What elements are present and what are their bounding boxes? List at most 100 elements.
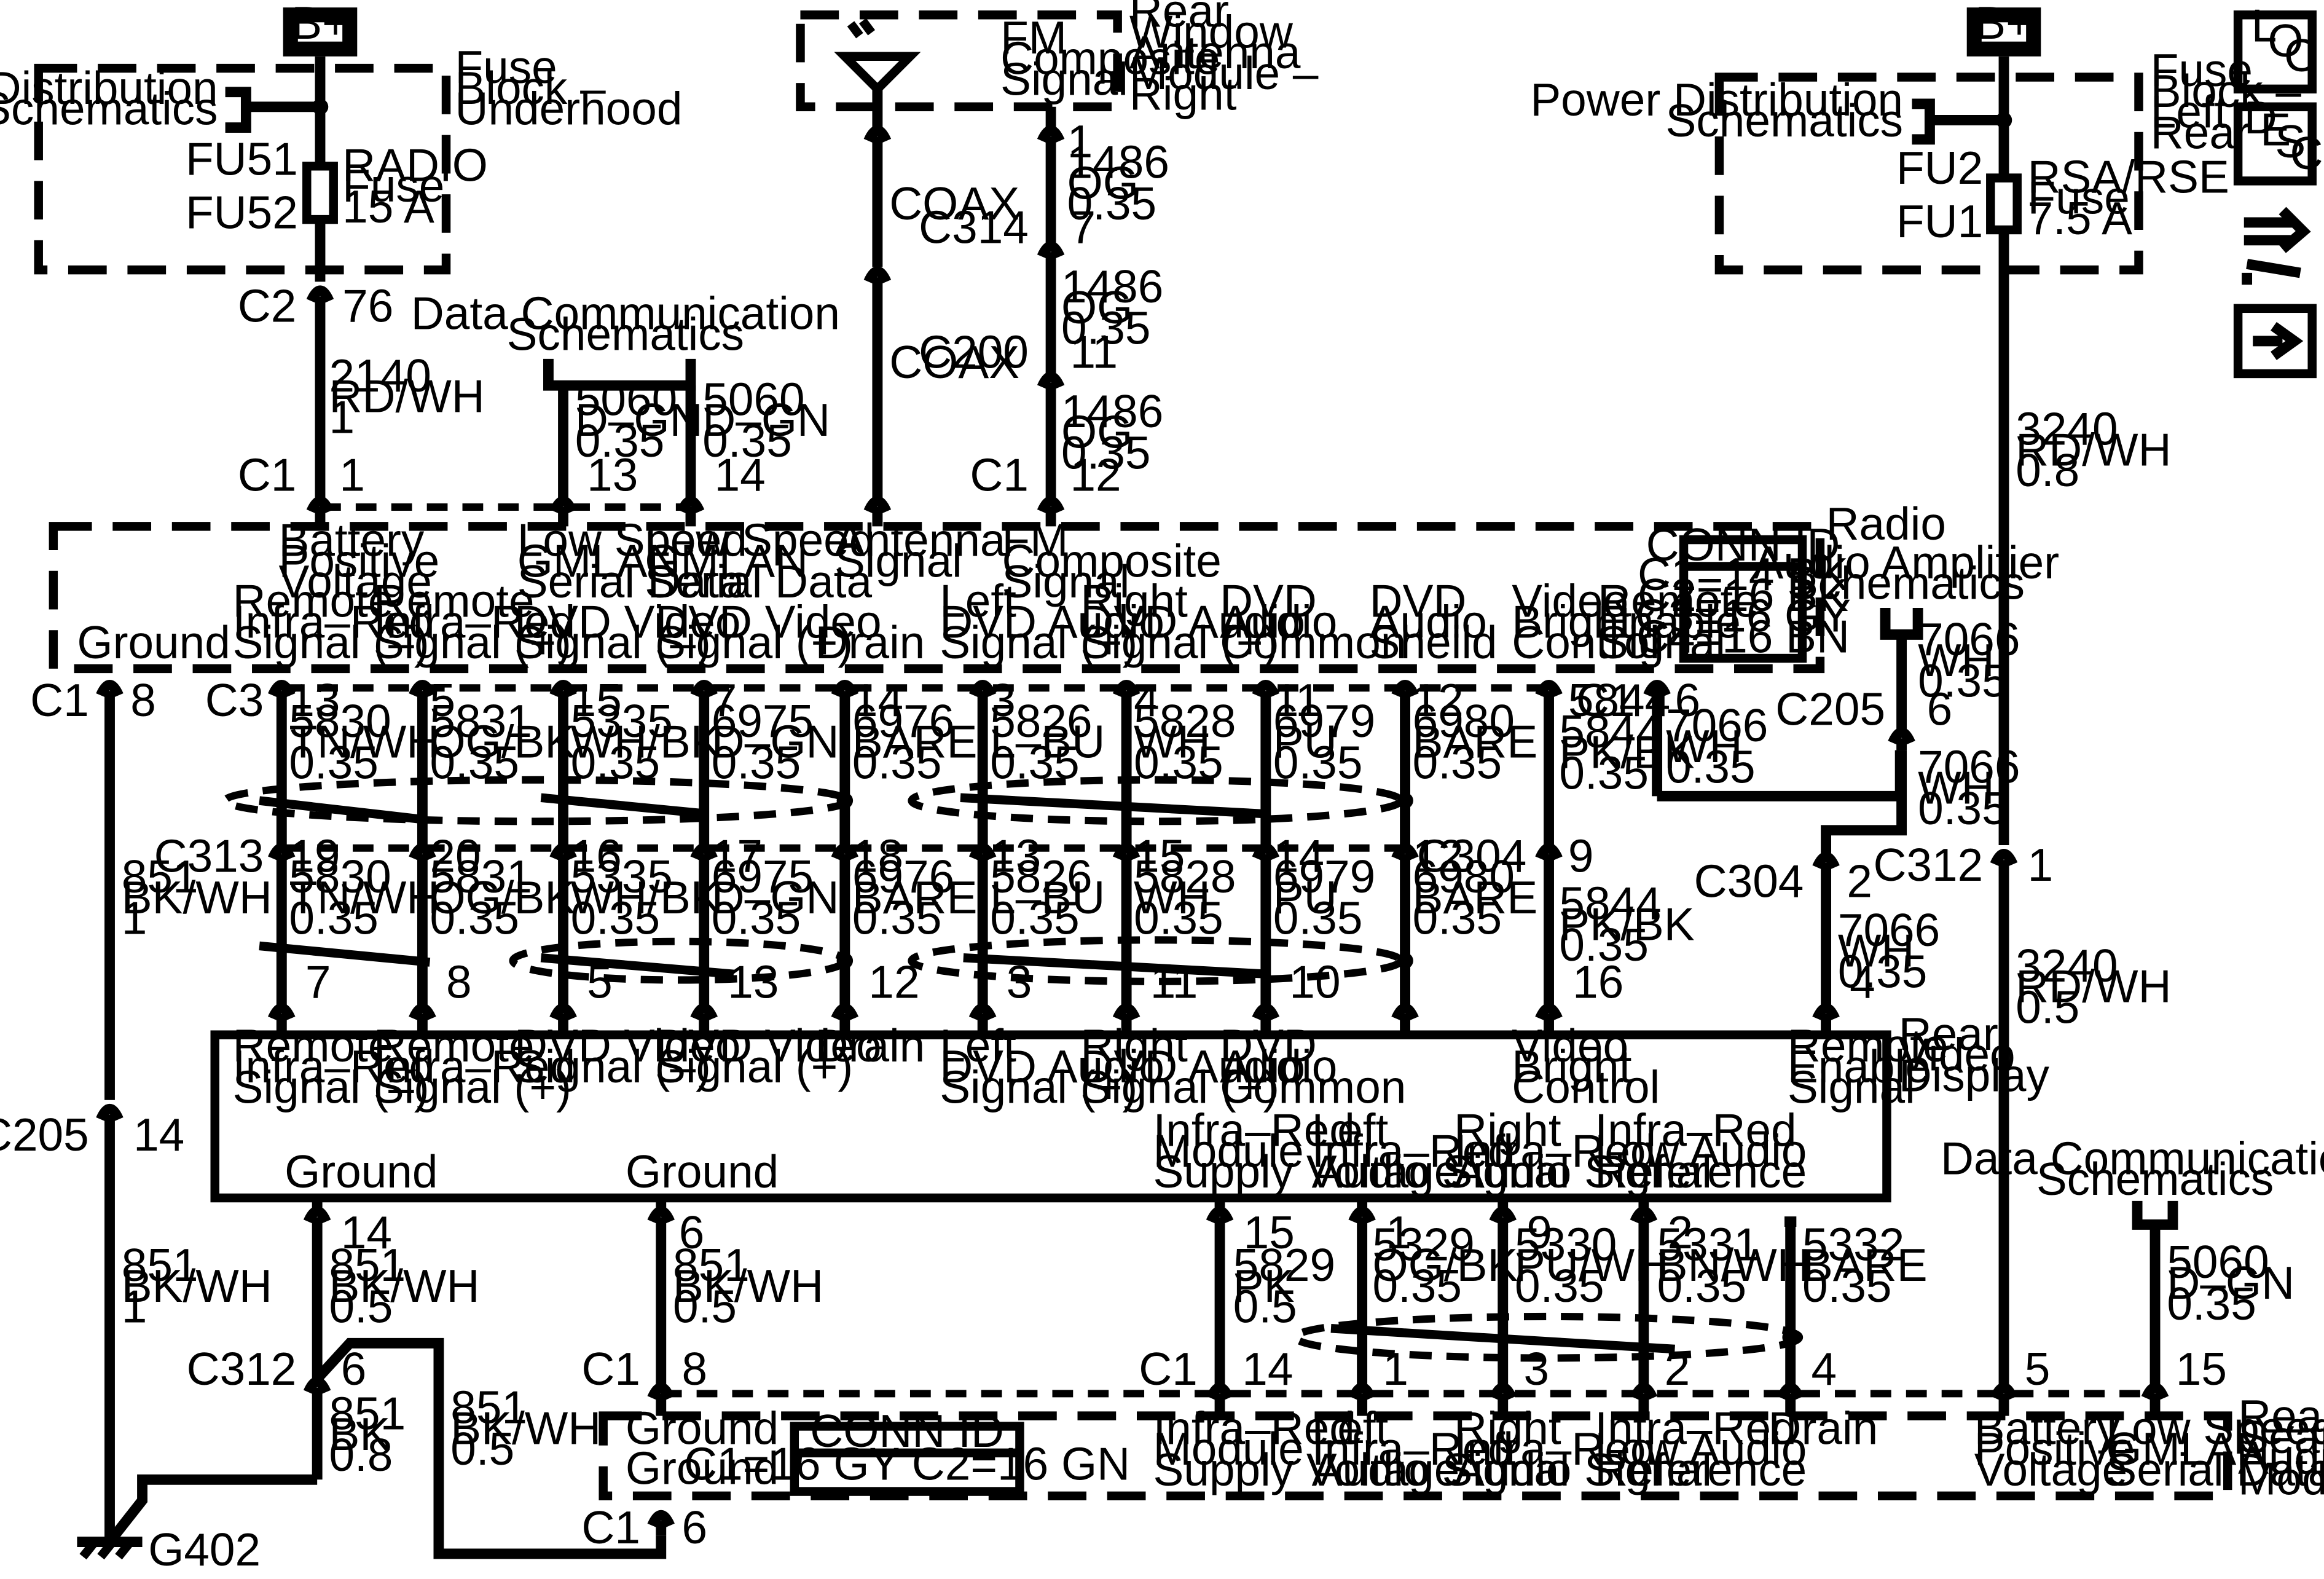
wire-label: 0.35 (1918, 782, 2008, 834)
pin-label: 1 (1386, 1207, 1411, 1258)
connector-terminal (831, 680, 859, 698)
wire-label: OG/BK (430, 716, 575, 768)
connector-terminal (1112, 843, 1140, 861)
connector-terminal (690, 1003, 718, 1021)
radio-bottom-pin-label: Infra–Red (374, 596, 575, 647)
wire-label: 5844 (1559, 878, 1661, 929)
twisted-pair-line (1330, 1324, 1675, 1354)
pin-label: 15 (1244, 1207, 1295, 1258)
wire-label: 0.8 (2016, 444, 2079, 496)
radio-bottom-pin-label: DVD (1370, 575, 1467, 627)
radio-bottom-pin-label: Remote (1598, 575, 1759, 627)
fuse-label: Fuse (342, 160, 444, 211)
connector-terminal (1812, 852, 1840, 870)
connector-terminal (96, 1104, 124, 1122)
wire-label: 0.5 (1233, 1281, 1297, 1333)
wire-label: BK/WH (673, 1260, 823, 1312)
power-distribution-label: Power Distribution (1530, 74, 1903, 125)
wire-label: 0.35 (712, 736, 801, 788)
wire-label: 6980 (1413, 695, 1515, 747)
ground-label: G402 (148, 1524, 261, 1575)
wire-label: PK/BK (1559, 726, 1694, 778)
fm-signal-label: FM (1000, 12, 1067, 63)
fuse-terminal-label: FU1 (1896, 195, 1983, 247)
radio-bottom-pin-label: Signal (–) (233, 616, 430, 668)
battery-plus-box (1966, 7, 2041, 57)
wire-label: 6976 (852, 851, 954, 902)
wire-label: 0.35 (430, 736, 519, 788)
battery-plus-label: B+ (291, 0, 349, 49)
wire-label: WH (1918, 762, 1995, 813)
connector-label: C304 (1417, 830, 1527, 881)
wire-label: 0.5 (450, 1423, 514, 1475)
power-distribution-label: Power Distribution (0, 62, 218, 114)
loc-icon-text: C (2284, 30, 2317, 81)
connector-terminal (863, 496, 892, 514)
wire (105, 1474, 318, 1545)
connector-terminal (968, 680, 997, 698)
wire-label: BK/WH (450, 1402, 601, 1454)
rvd-top-pin-label: Signal (–) (233, 1061, 430, 1113)
wire-label: 5828 (1134, 851, 1236, 902)
radio-bottom-pin-label: Ground (77, 616, 230, 668)
pin-label: 8 (446, 956, 472, 1007)
wire-label: WH/BK (571, 872, 721, 923)
wire-label: 0.35 (1802, 1260, 1892, 1312)
rsa-pin-label: Infra–Red (1595, 1402, 1796, 1454)
connector-label: C205 (1775, 683, 1885, 735)
connector-terminal (1348, 1206, 1376, 1224)
wire-label: 5 (430, 674, 455, 726)
diagram-structure (34, 7, 2317, 1560)
splice-dot (1397, 792, 1413, 809)
antenna-icon (834, 52, 921, 96)
wire-label: OG/BK (1373, 1239, 1518, 1291)
radio-top-pin-label: Serial Data (517, 556, 745, 607)
connector-icon (2242, 259, 2301, 285)
radio-bottom-pin-label: Signal (+) (940, 616, 1137, 668)
splice-dot (1397, 952, 1413, 969)
wire-label: 0.35 (1061, 302, 1151, 354)
rvd-top-pin-label: Drain (815, 1020, 925, 1071)
connector-terminal (1037, 371, 1065, 390)
fuse-block-label: Fuse (455, 41, 557, 93)
rvd-bottom-pin-label: Infra–Red (1595, 1105, 1796, 1156)
fuse-block-label: Block – (455, 62, 606, 114)
rvd-top-pin-label: Remote (374, 1020, 535, 1071)
connector-terminal (96, 680, 124, 698)
wire-label: PK/BK (1559, 898, 1694, 950)
radio-bottom-pin-label: Signal (–) (514, 616, 711, 668)
next-arrow-icon (2233, 304, 2317, 379)
wire-label: 5060 (2167, 1236, 2269, 1288)
wire-label: 5060 (575, 373, 677, 425)
connector-terminal (677, 496, 705, 514)
data-comm-label: Schematics (507, 308, 744, 360)
rvd-bottom-pin-label: Left (1312, 1105, 1389, 1156)
wire-label: BK (329, 1408, 390, 1460)
wire-label: 5844 (1559, 706, 1661, 757)
wire (1821, 750, 1907, 854)
loc-icon-text: L (2251, 0, 2277, 52)
wire-label: L–BU (990, 872, 1105, 923)
radio-top-pin-label: Low Speed (517, 514, 747, 566)
connector-icon (2244, 207, 2311, 253)
wire-label: 0.35 (1838, 946, 1928, 998)
data-comm-bracket (543, 358, 696, 391)
radio-top-pin-label: Low Speed (645, 514, 874, 566)
desc-icon-text: D (2244, 92, 2277, 143)
pin-label: 9 (1568, 830, 1594, 881)
fuse-label: RSA/RSE (2028, 151, 2229, 203)
wire-label: 0.35 (1273, 736, 1363, 788)
wire-label: TN/WH (289, 872, 439, 923)
rvd-top-pin-label: Control (1512, 1061, 1660, 1113)
radio-top-pin-label: FM (1002, 514, 1069, 566)
connector-terminal (549, 843, 577, 861)
rvd-title: Video (1899, 1029, 2016, 1081)
rsa-conn-id-box (790, 1422, 1024, 1496)
rear-video-display (210, 1030, 1891, 1203)
pds-bracket (225, 87, 251, 133)
wire-label: 0.35 (1273, 892, 1363, 944)
connector-terminal (647, 1510, 675, 1528)
radio-bottom-pin-label: DVD (1220, 575, 1317, 627)
connector-label: C313 (154, 830, 264, 881)
